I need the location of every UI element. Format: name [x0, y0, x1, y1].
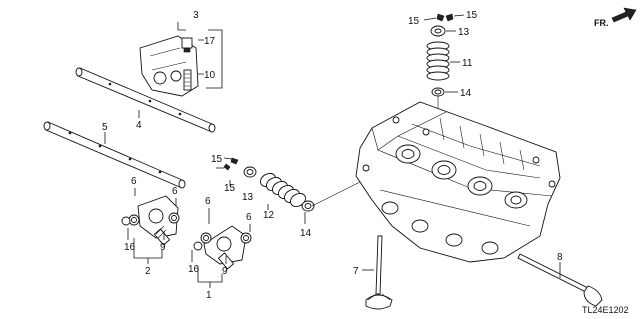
rocker-shaft-4	[75, 67, 216, 133]
front-direction-arrow-icon	[611, 7, 637, 23]
cylinder-head	[355, 101, 561, 263]
callout-9: 9	[160, 242, 166, 253]
callout-7: 7	[353, 266, 359, 277]
callout-5: 5	[102, 122, 108, 133]
callout-16: 16	[188, 264, 200, 275]
callout-4: 4	[136, 120, 142, 131]
callout-13: 13	[458, 27, 470, 38]
callout-15: 15	[408, 16, 420, 27]
rocker-shaft-5	[43, 121, 186, 189]
valve-spring-11	[426, 41, 450, 81]
diagram-code: TL24E1202	[582, 305, 629, 315]
callout-12: 12	[263, 210, 275, 221]
callout-6: 6	[205, 196, 211, 207]
valve-keepers-15-left	[223, 157, 239, 171]
callout-14: 14	[460, 88, 472, 99]
front-direction-label: FR.	[594, 18, 609, 28]
callout-6: 6	[246, 212, 252, 223]
callout-1: 1	[206, 290, 212, 301]
valve-7	[365, 235, 393, 310]
callout-15: 15	[224, 183, 236, 194]
callout-9: 9	[222, 266, 228, 277]
callout-15: 15	[466, 10, 478, 21]
rocker-arm-1	[193, 225, 252, 270]
callout-6: 6	[172, 186, 178, 197]
spring-retainer-13	[243, 166, 257, 178]
callout-2: 2	[145, 266, 151, 277]
callout-15: 15	[211, 154, 223, 165]
valve-8	[517, 253, 603, 307]
callout-8: 8	[557, 252, 563, 263]
callout-11: 11	[462, 58, 473, 69]
callout-14: 14	[300, 228, 312, 239]
callout-6: 6	[131, 176, 137, 187]
valve-spring-12	[260, 172, 306, 208]
callout-13: 13	[242, 192, 254, 203]
rocker-arm-assembly-top	[139, 35, 199, 97]
rocker-arm-2	[121, 195, 180, 246]
valve-keepers-15-right	[436, 13, 454, 22]
callout-17: 17	[204, 36, 216, 47]
callout-16: 16	[124, 242, 136, 253]
callout-10: 10	[204, 70, 216, 81]
spring-retainer-13-right	[430, 25, 446, 37]
valve-seal-14-right	[431, 87, 445, 126]
callout-3: 3	[193, 10, 199, 21]
